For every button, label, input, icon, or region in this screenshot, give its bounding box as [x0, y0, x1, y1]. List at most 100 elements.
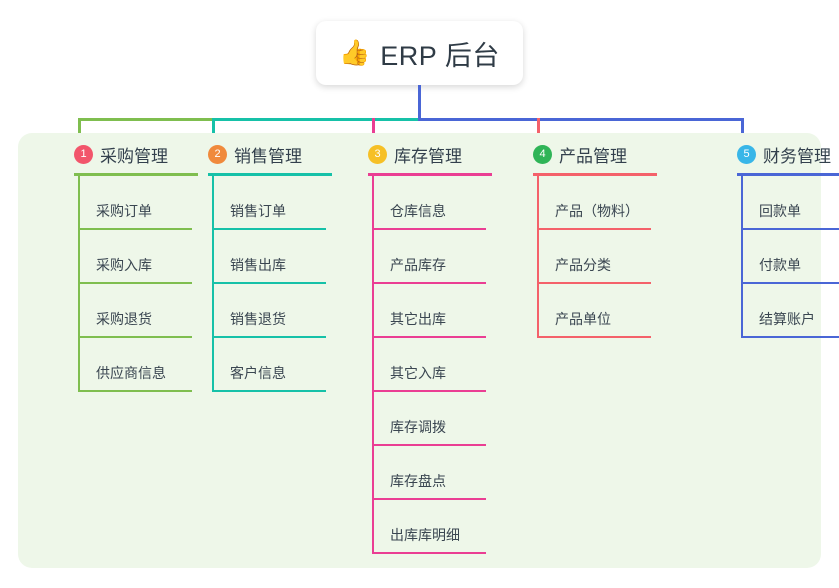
- column-财务管理: 5 财务管理回款单付款单结算账户: [717, 133, 839, 568]
- column-产品管理: 4 产品管理产品（物料） 产品分类产品单位: [513, 133, 693, 568]
- leaf-node-underline: [741, 228, 839, 230]
- leaf-node[interactable]: 结算账户: [741, 284, 839, 338]
- leaf-node-underline: [212, 336, 326, 338]
- leaf-node-underline: [372, 282, 486, 284]
- leaf-node-label: 仓库信息: [390, 203, 446, 219]
- leaf-node-label: 出库库明细: [390, 527, 460, 543]
- leaf-node[interactable]: 客户信息: [212, 338, 326, 392]
- leaf-node[interactable]: 供应商信息: [78, 338, 192, 392]
- column-title-underline: [533, 173, 657, 176]
- columns-container: 1 采购管理采购订单采购入库采购退货供应商信息 2 销售管理销售订单销售出库销售退货客…: [18, 133, 839, 568]
- leaf-node-label: 产品单位: [555, 311, 611, 327]
- column-header[interactable]: 4 产品管理: [533, 142, 627, 167]
- leaf-node-underline: [741, 282, 839, 284]
- leaf-node[interactable]: 其它入库: [372, 338, 486, 392]
- leaf-node-label: 采购入库: [96, 257, 152, 273]
- leaf-node[interactable]: 库存盘点: [372, 446, 486, 500]
- leaf-node-label: 其它出库: [390, 311, 446, 327]
- leaf-node-label: 采购订单: [96, 203, 152, 219]
- root-node-card[interactable]: 👍 ERP 后台: [316, 21, 523, 85]
- column-index-badge: 5: [737, 145, 756, 164]
- connector-drop-col1: [78, 118, 81, 145]
- column-title-underline: [74, 173, 198, 176]
- leaf-node-label: 销售订单: [230, 203, 286, 219]
- leaf-node-underline: [537, 336, 651, 338]
- leaf-node-underline: [372, 552, 486, 554]
- column-title: 销售管理: [234, 147, 302, 166]
- column-header[interactable]: 5 财务管理: [737, 142, 831, 167]
- leaf-node-label: 库存盘点: [390, 473, 446, 489]
- leaf-node[interactable]: 付款单: [741, 230, 839, 284]
- column-header[interactable]: 1 采购管理: [74, 142, 168, 167]
- leaf-node-label: 客户信息: [230, 365, 286, 381]
- leaf-node-label: 库存调拨: [390, 419, 446, 435]
- leaf-node-label: 销售出库: [230, 257, 286, 273]
- leaf-node[interactable]: 产品分类: [537, 230, 651, 284]
- column-title: 财务管理: [763, 147, 831, 166]
- leaf-node-label: 产品分类: [555, 257, 611, 273]
- column-title: 采购管理: [100, 147, 168, 166]
- column-index-badge: 4: [533, 145, 552, 164]
- leaf-node-underline: [78, 282, 192, 284]
- leaf-node[interactable]: 产品库存: [372, 230, 486, 284]
- leaf-node[interactable]: 产品（物料）: [537, 176, 651, 230]
- column-trunk-line: [741, 176, 743, 338]
- leaf-node-underline: [212, 228, 326, 230]
- thumbs-up-icon: 👍: [339, 38, 371, 67]
- leaf-node-underline: [372, 390, 486, 392]
- leaf-node-underline: [372, 228, 486, 230]
- leaf-node-underline: [78, 390, 192, 392]
- leaf-node-underline: [372, 336, 486, 338]
- leaf-node[interactable]: 出库库明细: [372, 500, 486, 554]
- leaf-node[interactable]: 销售出库: [212, 230, 326, 284]
- leaf-node-label: 销售退货: [230, 311, 286, 327]
- leaf-node-label: 产品（物料）: [555, 203, 639, 219]
- root-node-title: ERP 后台: [380, 40, 500, 71]
- leaf-node-label: 供应商信息: [96, 365, 166, 381]
- leaf-node-underline: [78, 228, 192, 230]
- column-trunk-line: [372, 176, 374, 554]
- leaf-node[interactable]: 采购订单: [78, 176, 192, 230]
- content-panel: [18, 133, 821, 568]
- column-title: 库存管理: [394, 147, 462, 166]
- leaf-node[interactable]: 销售订单: [212, 176, 326, 230]
- leaf-node-label: 付款单: [759, 257, 801, 273]
- column-header[interactable]: 2 销售管理: [208, 142, 302, 167]
- leaf-node-label: 其它入库: [390, 365, 446, 381]
- leaf-node-underline: [212, 390, 326, 392]
- leaf-node-label: 采购退货: [96, 311, 152, 327]
- leaf-node-underline: [372, 444, 486, 446]
- leaf-node-underline: [78, 336, 192, 338]
- column-title-underline: [737, 173, 839, 176]
- column-trunk-line: [537, 176, 539, 338]
- column-index-badge: 1: [74, 145, 93, 164]
- connector-drop-col3: [372, 118, 375, 145]
- column-title-underline: [208, 173, 332, 176]
- leaf-node[interactable]: 产品单位: [537, 284, 651, 338]
- connector-drop-col2: [212, 118, 215, 145]
- leaf-node[interactable]: 其它出库: [372, 284, 486, 338]
- column-销售管理: 2 销售管理销售订单销售出库销售退货客户信息: [188, 133, 353, 568]
- leaf-node-label: 产品库存: [390, 257, 446, 273]
- connector-bus-teal: [213, 118, 418, 121]
- leaf-node-underline: [741, 336, 839, 338]
- leaf-node-label: 结算账户: [759, 311, 815, 327]
- column-title: 产品管理: [559, 147, 627, 166]
- leaf-node[interactable]: 销售退货: [212, 284, 326, 338]
- connector-bus-green: [78, 118, 213, 121]
- leaf-node[interactable]: 库存调拨: [372, 392, 486, 446]
- leaf-node[interactable]: 采购入库: [78, 230, 192, 284]
- leaf-node[interactable]: 采购退货: [78, 284, 192, 338]
- leaf-node-underline: [372, 498, 486, 500]
- leaf-node-underline: [212, 282, 326, 284]
- leaf-node[interactable]: 仓库信息: [372, 176, 486, 230]
- column-trunk-line: [78, 176, 80, 392]
- connector-drop-col5: [741, 118, 744, 145]
- leaf-node[interactable]: 回款单: [741, 176, 839, 230]
- column-index-badge: 2: [208, 145, 227, 164]
- column-title-underline: [368, 173, 492, 176]
- column-采购管理: 1 采购管理采购订单采购入库采购退货供应商信息: [54, 133, 204, 568]
